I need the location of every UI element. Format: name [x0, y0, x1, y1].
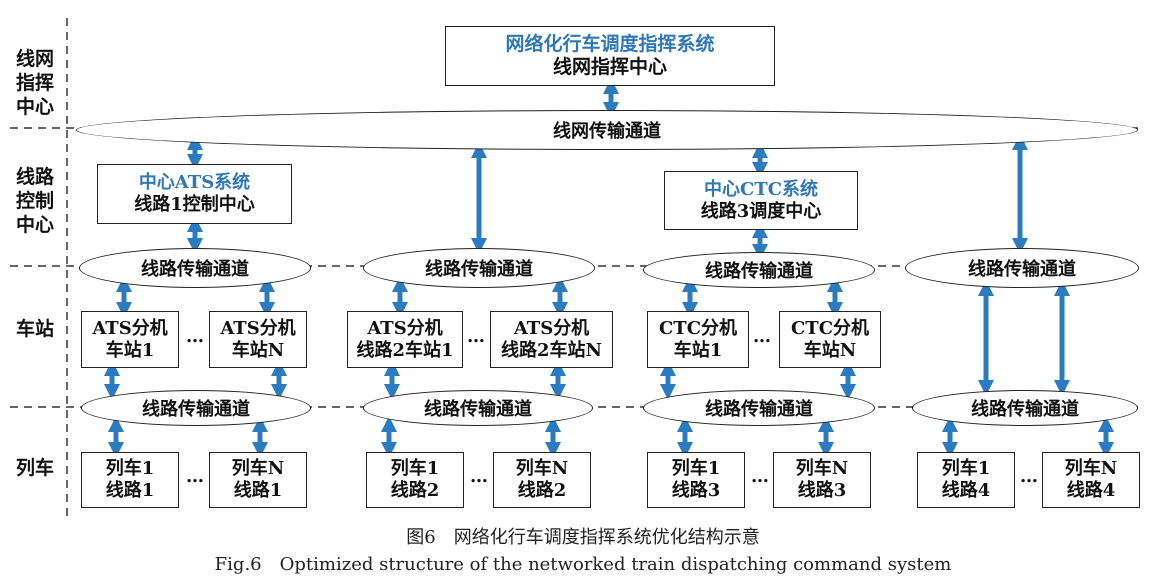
system-title: 网络化行车调度指挥系统 — [505, 33, 715, 56]
line-channel-ellipse: 线路传输通道 — [363, 390, 593, 426]
level-label-network-center: 线网指挥中心 — [15, 48, 54, 118]
center-name: 线网指挥中心 — [552, 56, 667, 78]
level-label-train: 列车 — [15, 457, 54, 479]
level-label-station: 车站 — [15, 318, 54, 340]
line-channel-ellipse: 线路传输通道 — [643, 390, 875, 426]
station-box: CTC分机车站1 — [647, 311, 749, 368]
network-channel-ellipse: 线网传输通道 — [76, 110, 1138, 150]
ellipsis: … — [751, 466, 770, 487]
center-ats-box: 中心ATS系统 线路1控制中心 — [97, 164, 292, 224]
line-channel-ellipse: 线路传输通道 — [905, 248, 1139, 288]
line-channel-ellipse: 线路传输通道 — [363, 248, 595, 288]
station-box: ATS分机车站N — [209, 311, 307, 368]
ellipsis: … — [186, 466, 205, 487]
ellipsis: … — [753, 326, 772, 347]
connection-arrows — [103, 77, 1115, 459]
caption-en: Fig.6 Optimized structure of the network… — [214, 554, 952, 575]
ellipsis: … — [186, 326, 205, 347]
station-box: CTC分机车站N — [779, 311, 881, 368]
ellipsis: … — [1020, 466, 1039, 487]
line-channel-ellipse: 线路传输通道 — [643, 252, 875, 288]
line-channel-ellipse: 线路传输通道 — [912, 390, 1138, 426]
ellipsis: … — [467, 326, 486, 347]
line-channel-ellipse: 线路传输通道 — [79, 248, 311, 288]
network-command-center-box: 网络化行车调度指挥系统 线网指挥中心 — [445, 26, 775, 86]
station-box: ATS分机线路2车站1 — [347, 311, 463, 368]
caption-zh: 图6 网络化行车调度指挥系统优化结构示意 — [406, 527, 760, 548]
station-box: ATS分机线路2车站N — [490, 311, 613, 368]
center-ctc-box: 中心CTC系统 线路3调度中心 — [664, 171, 858, 230]
station-box: ATS分机车站1 — [81, 311, 179, 368]
line-channel-ellipse: 线路传输通道 — [81, 390, 311, 426]
ellipsis: … — [470, 466, 489, 487]
level-label-line-control-center: 线路控制中心 — [15, 166, 54, 236]
